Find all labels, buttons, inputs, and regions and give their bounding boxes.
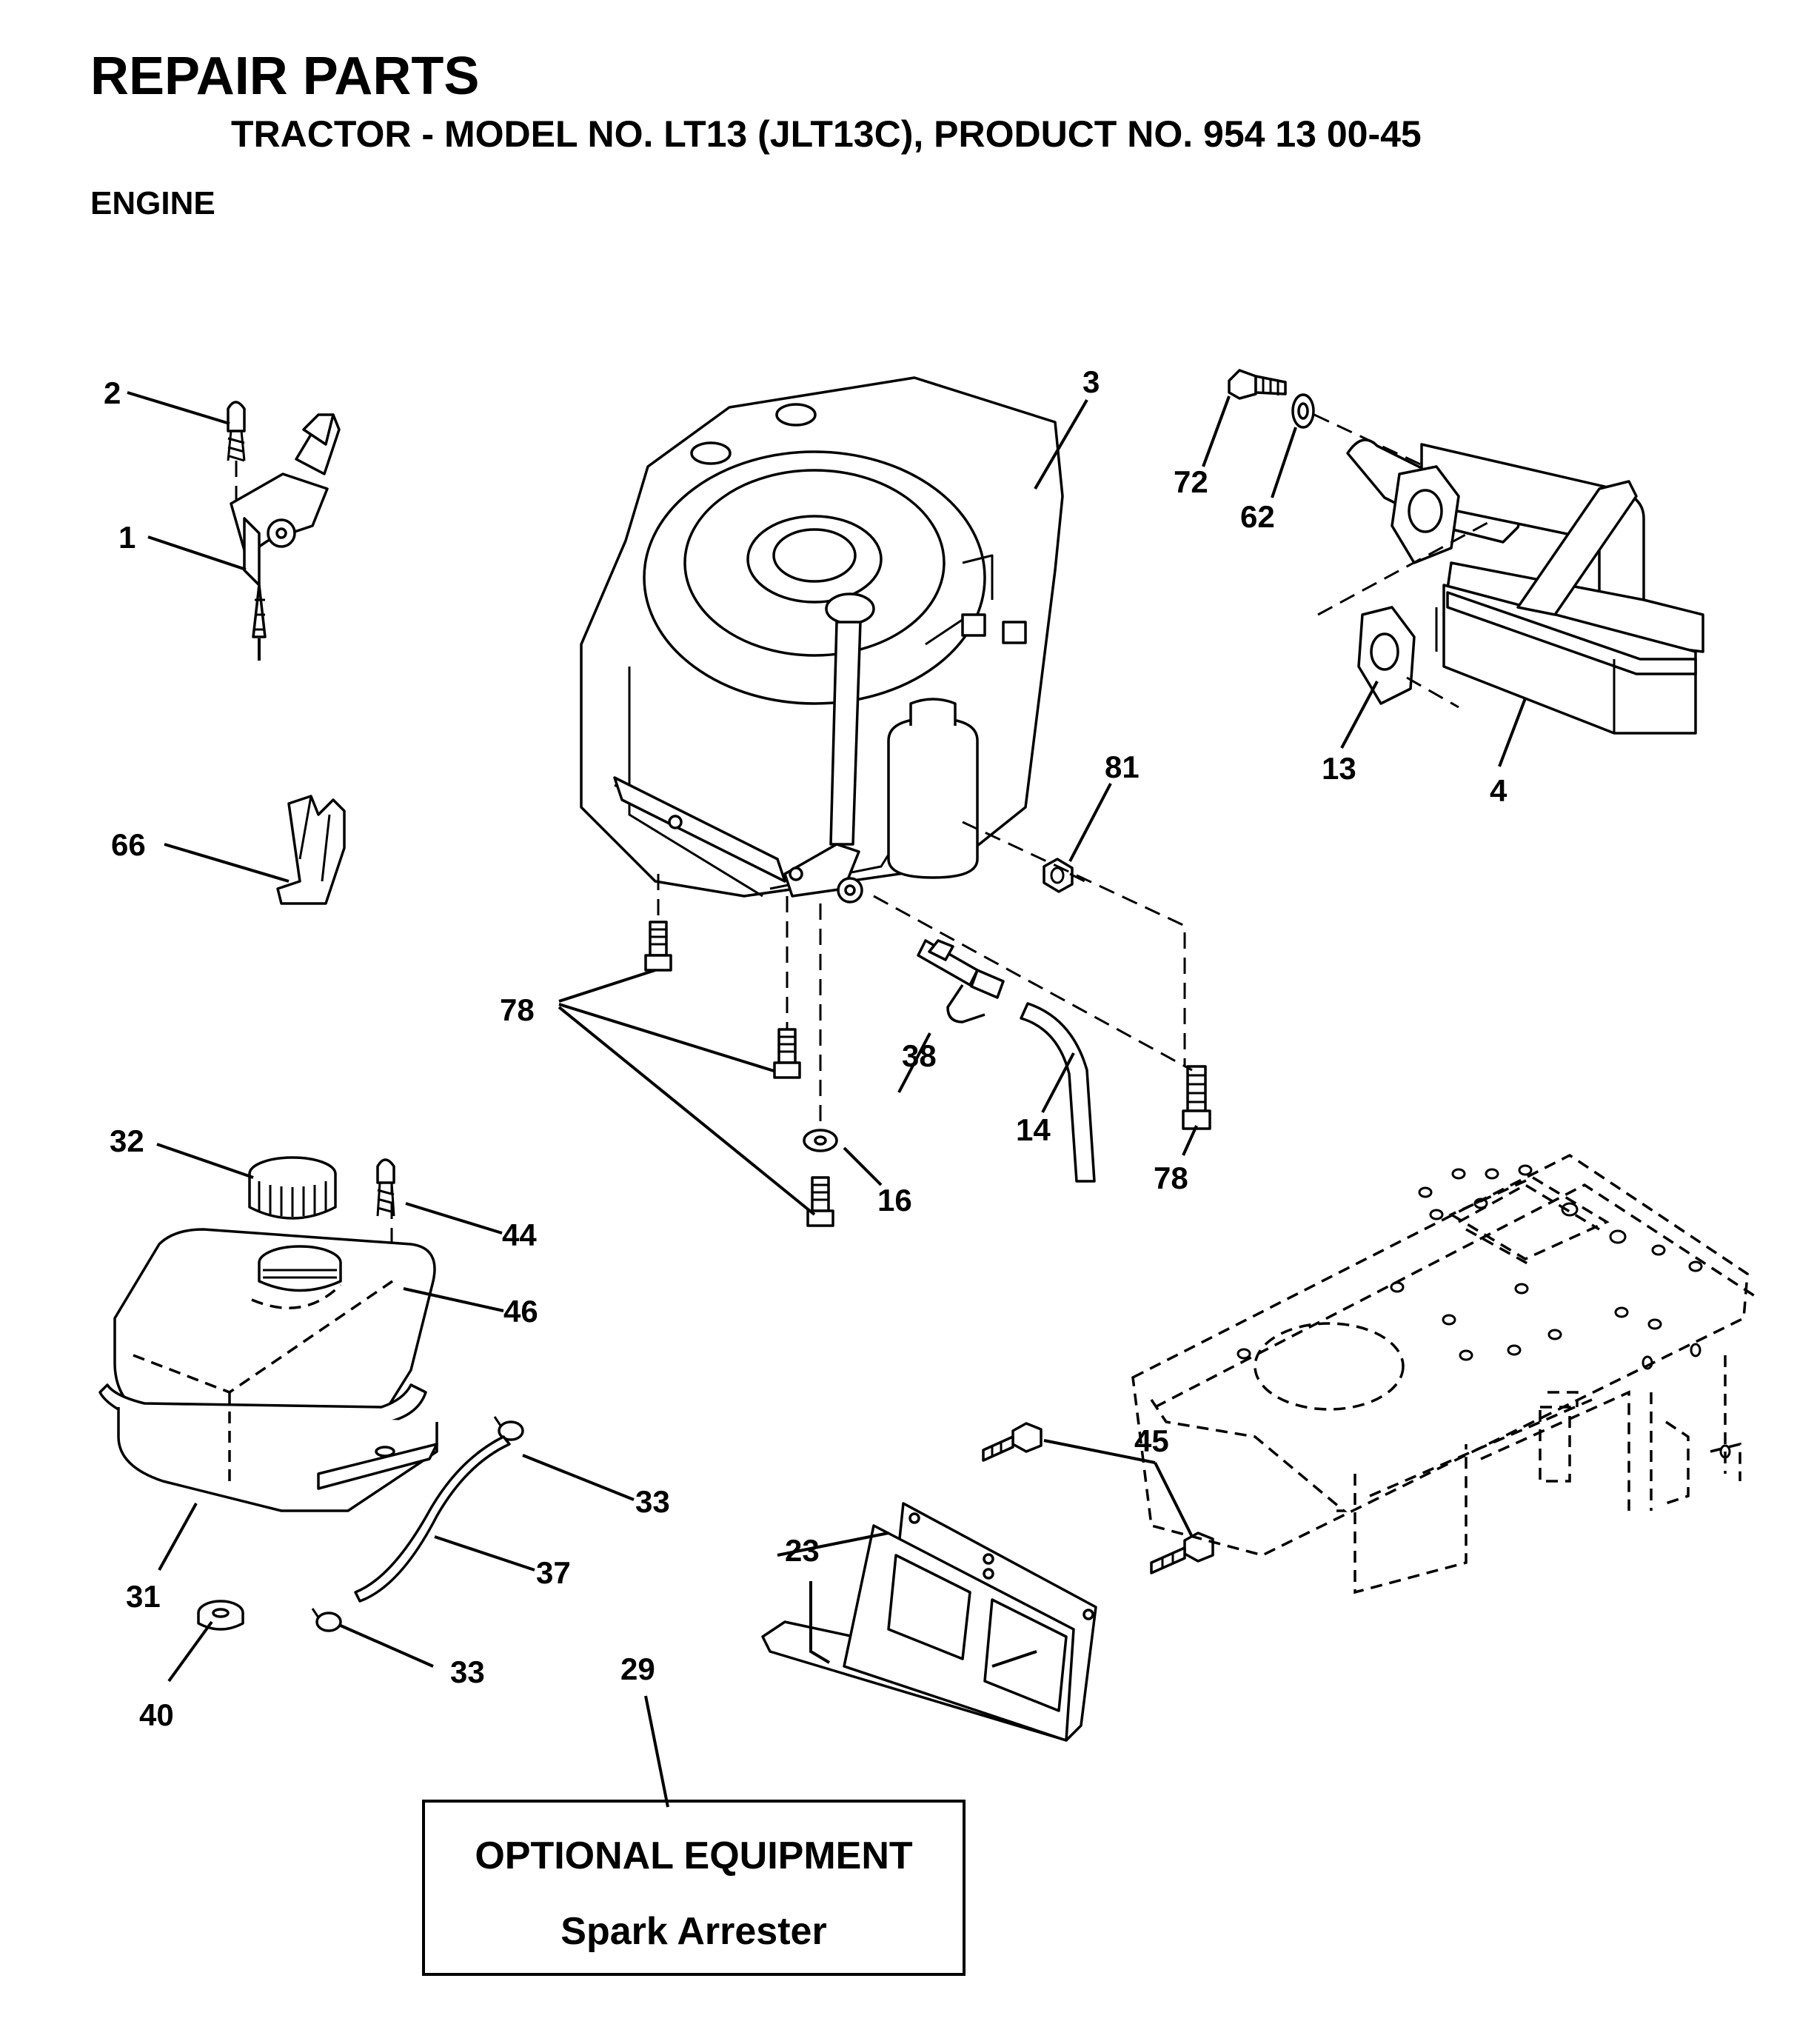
callout-78-right: 78 xyxy=(1154,1160,1188,1195)
callout-14: 14 xyxy=(1016,1112,1051,1147)
optional-equipment-box: OPTIONAL EQUIPMENT Spark Arrester xyxy=(422,1800,966,1976)
engine-part-3 xyxy=(580,376,1064,904)
assembly-line xyxy=(1069,872,1085,883)
leader-line xyxy=(843,1146,883,1186)
grommet-part-40 xyxy=(197,1600,244,1631)
callout-2: 2 xyxy=(104,375,121,410)
model-subtitle: TRACTOR - MODEL NO. LT13 (JLT13C), PRODU… xyxy=(231,113,1422,155)
callout-72: 72 xyxy=(1174,464,1208,499)
callout-44: 44 xyxy=(502,1218,537,1252)
leader-line xyxy=(1043,1439,1194,1537)
callout-3: 3 xyxy=(1082,364,1100,399)
muffler-part-4 xyxy=(1346,438,1704,735)
leader-line xyxy=(127,391,230,425)
leader-line xyxy=(158,1503,198,1571)
page-title: REPAIR PARTS xyxy=(90,47,480,106)
bolt-part-72 xyxy=(1228,369,1287,400)
bolt-part-78-d xyxy=(1182,1065,1211,1130)
bolt-part-45-b xyxy=(1150,1532,1214,1574)
callout-33: 33 xyxy=(635,1484,670,1519)
throttle-control-part xyxy=(227,401,341,661)
callout-78: 78 xyxy=(500,992,535,1027)
fuel-valve-part-38 xyxy=(917,939,1005,1023)
leader-line xyxy=(147,535,247,571)
leader-line xyxy=(1182,1125,1198,1156)
lockwasher-part-16 xyxy=(803,1129,838,1152)
spark-arrester-label: Spark Arrester xyxy=(561,1910,827,1953)
callout-16: 16 xyxy=(877,1183,912,1218)
callout-32: 32 xyxy=(110,1123,144,1158)
section-title: ENGINE xyxy=(90,185,215,221)
callout-31: 31 xyxy=(126,1579,161,1614)
leader-line xyxy=(156,1143,254,1179)
callout-38: 38 xyxy=(902,1038,937,1073)
callout-40: 40 xyxy=(139,1697,174,1732)
leader-line xyxy=(1202,395,1231,467)
assembly-line xyxy=(962,821,1186,1066)
washer-part-62 xyxy=(1291,393,1315,429)
callout-66: 66 xyxy=(111,827,146,862)
leader-line xyxy=(1340,681,1379,749)
screw-part-44 xyxy=(376,1158,395,1217)
leader-line xyxy=(1068,783,1112,862)
bolt-part-78-c xyxy=(806,1176,834,1227)
tractor-frame xyxy=(1131,1153,1756,1594)
leader-line xyxy=(1498,698,1527,767)
clamp-part-33-b xyxy=(311,1608,342,1632)
assembly-line xyxy=(873,895,1193,1072)
bolt-part-78-b xyxy=(773,1028,801,1079)
leader-line xyxy=(164,843,290,883)
optional-equipment-heading: OPTIONAL EQUIPMENT xyxy=(475,1834,913,1877)
leader-line xyxy=(1271,427,1297,498)
leader-line xyxy=(644,1695,669,1808)
fuel-cap-part-32 xyxy=(248,1156,337,1220)
callout-33-lower: 33 xyxy=(450,1654,485,1689)
callout-62: 62 xyxy=(1240,499,1275,534)
bolt-part-78-a xyxy=(644,921,672,972)
leader-line xyxy=(434,1535,535,1572)
callout-23: 23 xyxy=(785,1533,820,1568)
leader-line xyxy=(340,1624,434,1668)
leader-line xyxy=(403,1287,504,1312)
callout-29: 29 xyxy=(620,1651,655,1686)
callout-37: 37 xyxy=(536,1555,571,1590)
leader-line xyxy=(167,1620,213,1683)
callout-46: 46 xyxy=(503,1294,538,1329)
callout-1: 1 xyxy=(118,520,135,555)
leader-line xyxy=(522,1454,635,1501)
assembly-line xyxy=(1317,517,1496,616)
leader-line xyxy=(405,1202,503,1235)
leader-line xyxy=(1034,398,1088,490)
spark-arrester-plate-part-23 xyxy=(761,1502,1097,1742)
fuel-hose-part-14 xyxy=(1020,1002,1096,1183)
callout-45: 45 xyxy=(1134,1423,1169,1458)
leader-line xyxy=(897,1032,931,1093)
callout-13: 13 xyxy=(1322,751,1356,786)
gasket-part-13 xyxy=(1357,606,1416,705)
leader-line xyxy=(1041,1052,1075,1113)
nut-part-81 xyxy=(1043,858,1074,893)
assembly-line xyxy=(1314,413,1426,468)
callout-4: 4 xyxy=(1490,773,1508,808)
fuel-tank-part-31 xyxy=(98,1228,438,1512)
callout-81: 81 xyxy=(1105,749,1140,784)
leader-line xyxy=(809,1581,831,1664)
bracket-part-66 xyxy=(276,795,346,905)
clamp-part-33-a xyxy=(493,1416,524,1441)
fuel-line-part-37 xyxy=(354,1435,511,1603)
leader-line xyxy=(558,969,816,1216)
bolt-part-45-a xyxy=(982,1422,1043,1462)
assembly-line xyxy=(1406,676,1459,709)
